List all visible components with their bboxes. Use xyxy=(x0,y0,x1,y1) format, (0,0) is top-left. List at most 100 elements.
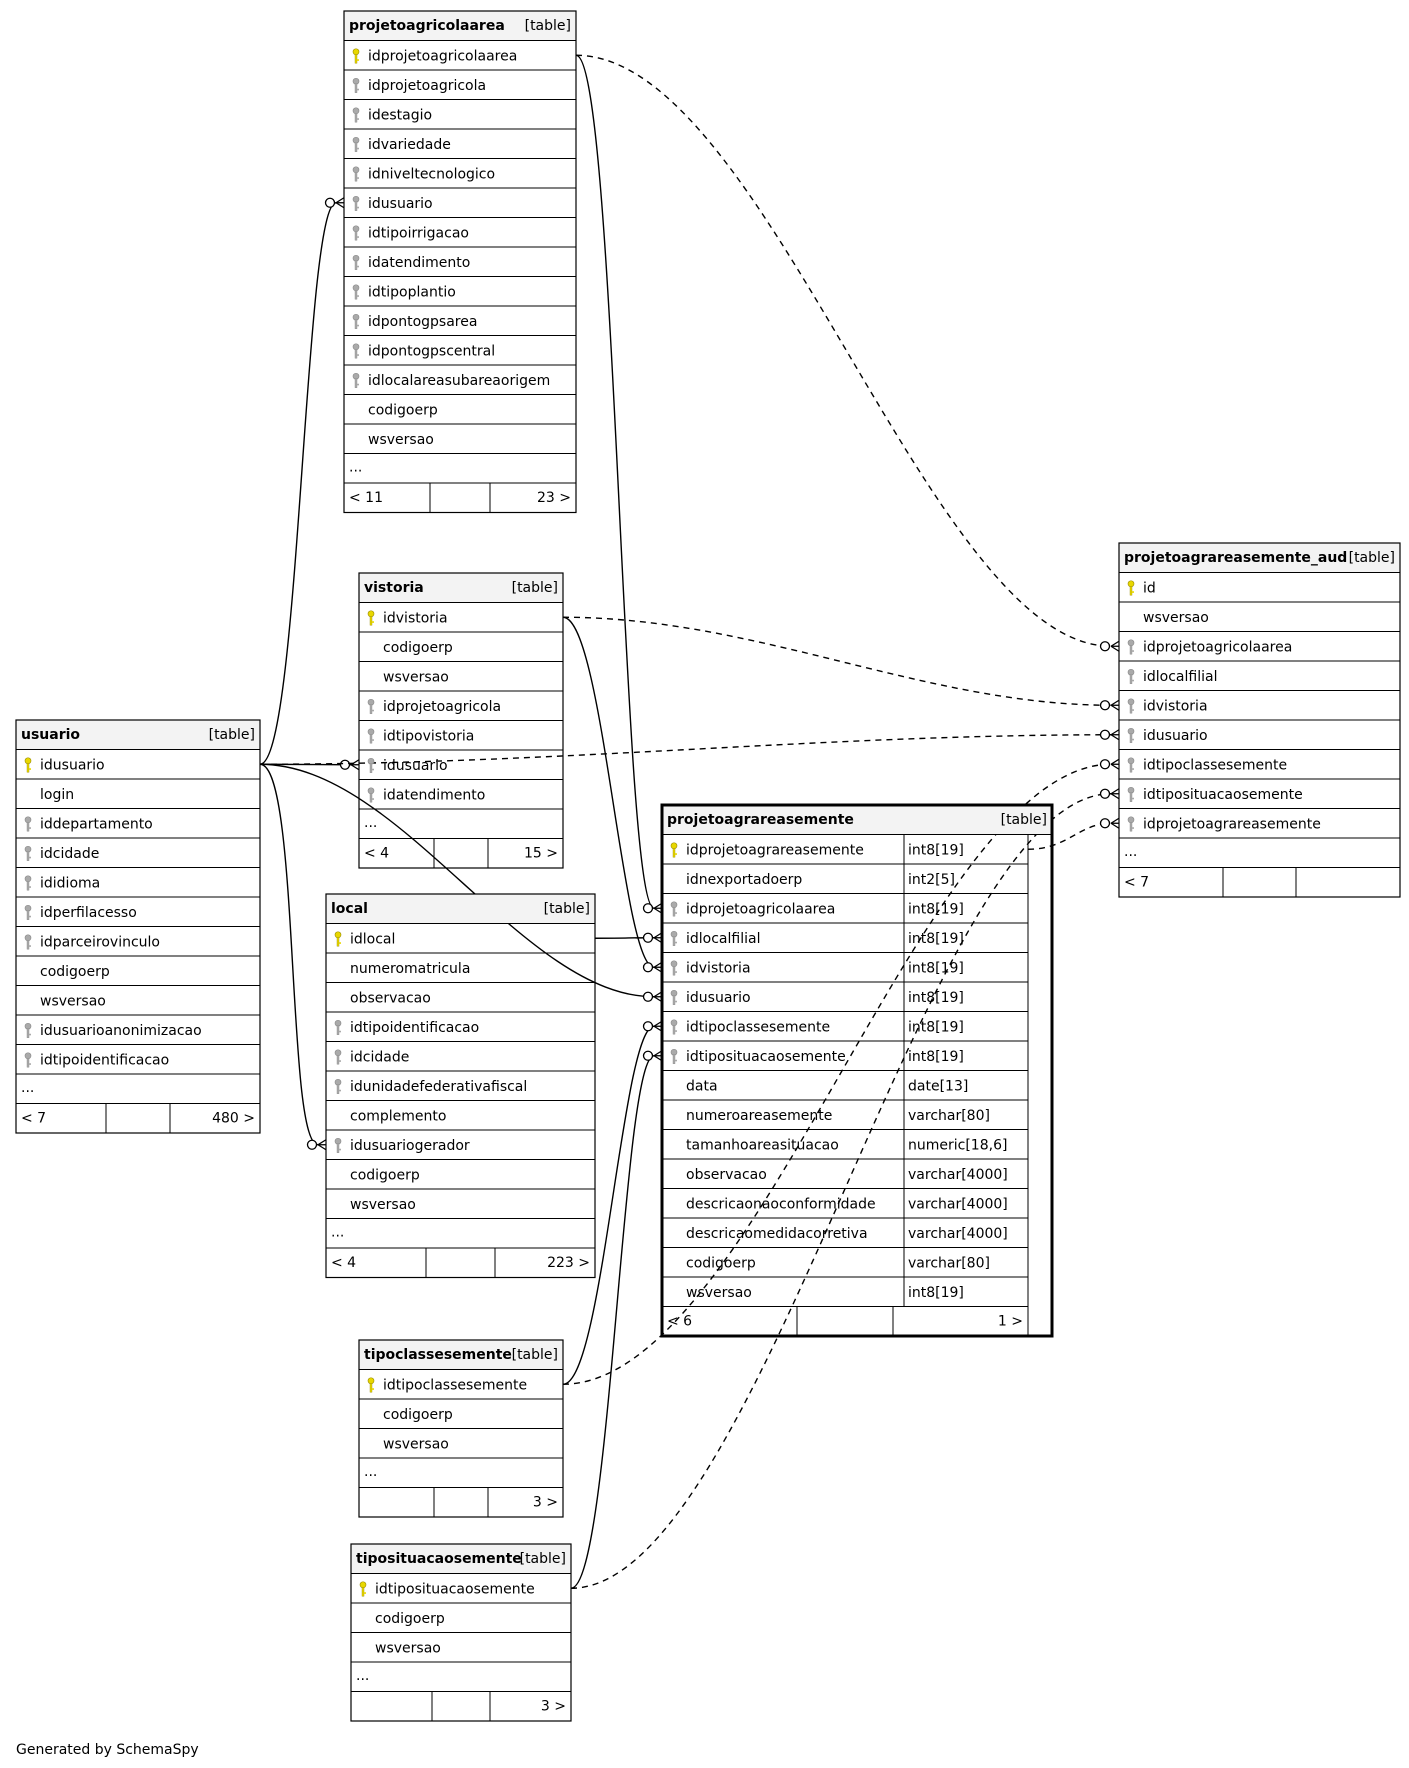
column-name: ididioma xyxy=(40,876,100,892)
column-row: idatendimento xyxy=(359,779,563,804)
table-projetoagrareasemente[interactable]: projetoagrareasemente[table]idprojetoagr… xyxy=(660,803,1054,1338)
column-name: idlocalfilial xyxy=(1143,669,1217,685)
foreign-key-icon xyxy=(352,372,360,388)
column-row: idtipoirrigacao xyxy=(344,217,576,242)
column-row: codigoerp xyxy=(326,1159,595,1184)
column-type: numeric[18,6] xyxy=(908,1138,1007,1154)
column-row: idlocal xyxy=(326,923,595,948)
table-title: projetoagrareasemente xyxy=(667,812,854,828)
table-tipoclassesemente[interactable]: tipoclassesemente[table]idtipoclasseseme… xyxy=(358,1339,564,1518)
column-name: idtiposituacaosemente xyxy=(375,1582,535,1598)
column-row: idlocalareasubareaorigem xyxy=(344,364,576,389)
column-row: numeromatricula xyxy=(326,952,595,977)
more-columns-ellipsis: ... xyxy=(349,460,362,476)
column-name: idunidadefederativafiscal xyxy=(350,1079,527,1095)
column-name: wsversao xyxy=(368,432,434,448)
table-local[interactable]: local[table]idlocalnumeromatriculaobserv… xyxy=(325,893,596,1279)
more-columns-ellipsis: ... xyxy=(331,1225,344,1241)
column-row: wsversao xyxy=(359,1428,563,1453)
column-row: idprojetoagricolaarea xyxy=(344,40,576,65)
column-type: int8[19] xyxy=(908,931,964,947)
column-row: idvistoria xyxy=(1119,690,1400,715)
tables: projetoagricolaarea[table]idprojetoagric… xyxy=(15,10,1401,1722)
column-row: idniveltecnologico xyxy=(344,158,576,183)
foreign-key-icon xyxy=(352,107,360,123)
table-vistoria[interactable]: vistoria[table]idvistoriacodigoerpwsvers… xyxy=(358,572,564,869)
column-name: wsversao xyxy=(686,1285,752,1301)
column-name: idvistoria xyxy=(383,611,448,627)
column-row: idlocalfilial xyxy=(1119,660,1400,685)
column-name: idnexportadoerp xyxy=(686,872,802,888)
column-type: varchar[4000] xyxy=(908,1167,1008,1183)
children-count: 223 > xyxy=(547,1255,590,1271)
table-type-label: [table] xyxy=(520,1551,566,1567)
column-name: idlocalareasubareaorigem xyxy=(368,373,550,389)
table-projetoagricolaarea[interactable]: projetoagricolaarea[table]idprojetoagric… xyxy=(343,10,577,514)
children-count: 1 > xyxy=(998,1314,1023,1330)
column-row: idperfilacesso xyxy=(16,896,260,921)
foreign-key-icon xyxy=(1127,816,1135,832)
foreign-key-icon xyxy=(334,1078,342,1094)
parents-count: < 7 xyxy=(1124,875,1149,891)
column-row: codigoerp varchar[80] xyxy=(662,1247,1028,1272)
column-row: idprojetoagricola xyxy=(359,690,563,715)
column-name: wsversao xyxy=(383,670,449,686)
column-type: date[13] xyxy=(908,1079,968,1095)
column-name: idperfilacesso xyxy=(40,905,137,921)
column-name: idprojetoagricola xyxy=(383,699,501,715)
column-name: wsversao xyxy=(350,1197,416,1213)
column-name: codigoerp xyxy=(686,1256,756,1272)
column-type: varchar[80] xyxy=(908,1256,990,1272)
primary-key-icon xyxy=(367,610,375,626)
column-name: idpontogpscentral xyxy=(368,344,495,360)
column-type: int8[19] xyxy=(908,990,964,1006)
column-name: codigoerp xyxy=(40,964,110,980)
column-name: iddepartamento xyxy=(40,817,153,833)
primary-key-icon xyxy=(334,931,342,947)
table-usuario[interactable]: usuario[table]idusuariologiniddepartamen… xyxy=(15,719,261,1134)
column-row: wsversao xyxy=(351,1632,571,1657)
relationship-line xyxy=(562,1020,663,1385)
column-name: idusuario xyxy=(383,758,448,774)
parents-count: < 4 xyxy=(364,846,389,862)
column-row: codigoerp xyxy=(16,955,260,980)
column-row: idusuariogerador xyxy=(326,1129,595,1154)
foreign-key-icon xyxy=(670,901,678,917)
column-type: varchar[4000] xyxy=(908,1226,1008,1242)
column-name: idtipovistoria xyxy=(383,729,474,745)
foreign-key-icon xyxy=(24,1052,32,1068)
column-row: codigoerp xyxy=(344,394,576,419)
column-name: idusuarioanonimizacao xyxy=(40,1023,202,1039)
column-type: varchar[80] xyxy=(908,1108,990,1124)
more-columns-ellipsis: ... xyxy=(364,1464,377,1480)
table-type-label: [table] xyxy=(1001,812,1047,828)
foreign-key-icon xyxy=(334,1019,342,1035)
column-row: codigoerp xyxy=(359,631,563,656)
more-columns-ellipsis: ... xyxy=(356,1668,369,1684)
parents-count: < 7 xyxy=(21,1111,46,1127)
table-title: projetoagrareasemente_aud xyxy=(1124,550,1347,566)
primary-key-icon xyxy=(1127,580,1135,596)
column-name: idtipoclassesemente xyxy=(383,1378,527,1394)
foreign-key-icon xyxy=(1127,727,1135,743)
foreign-key-icon xyxy=(1127,698,1135,714)
column-name: data xyxy=(686,1079,718,1095)
column-row: observacao xyxy=(326,982,595,1007)
column-type: int8[19] xyxy=(908,961,964,977)
column-name: idprojetoagricola xyxy=(368,78,486,94)
column-name: wsversao xyxy=(1143,610,1209,626)
primary-key-icon xyxy=(352,48,360,64)
column-row: idusuarioanonimizacao xyxy=(16,1014,260,1039)
foreign-key-icon xyxy=(1127,639,1135,655)
column-row: idusuario xyxy=(16,749,260,774)
column-name: numeroareasemente xyxy=(686,1108,832,1124)
table-projetoagrareasemente_aud[interactable]: projetoagrareasemente_aud[table]idwsvers… xyxy=(1118,542,1401,898)
table-type-label: [table] xyxy=(209,727,255,743)
foreign-key-icon xyxy=(367,787,375,803)
relationship-line xyxy=(562,758,1120,1385)
table-tiposituacaosemente[interactable]: tiposituacaosemente[table]idtiposituacao… xyxy=(350,1543,572,1722)
